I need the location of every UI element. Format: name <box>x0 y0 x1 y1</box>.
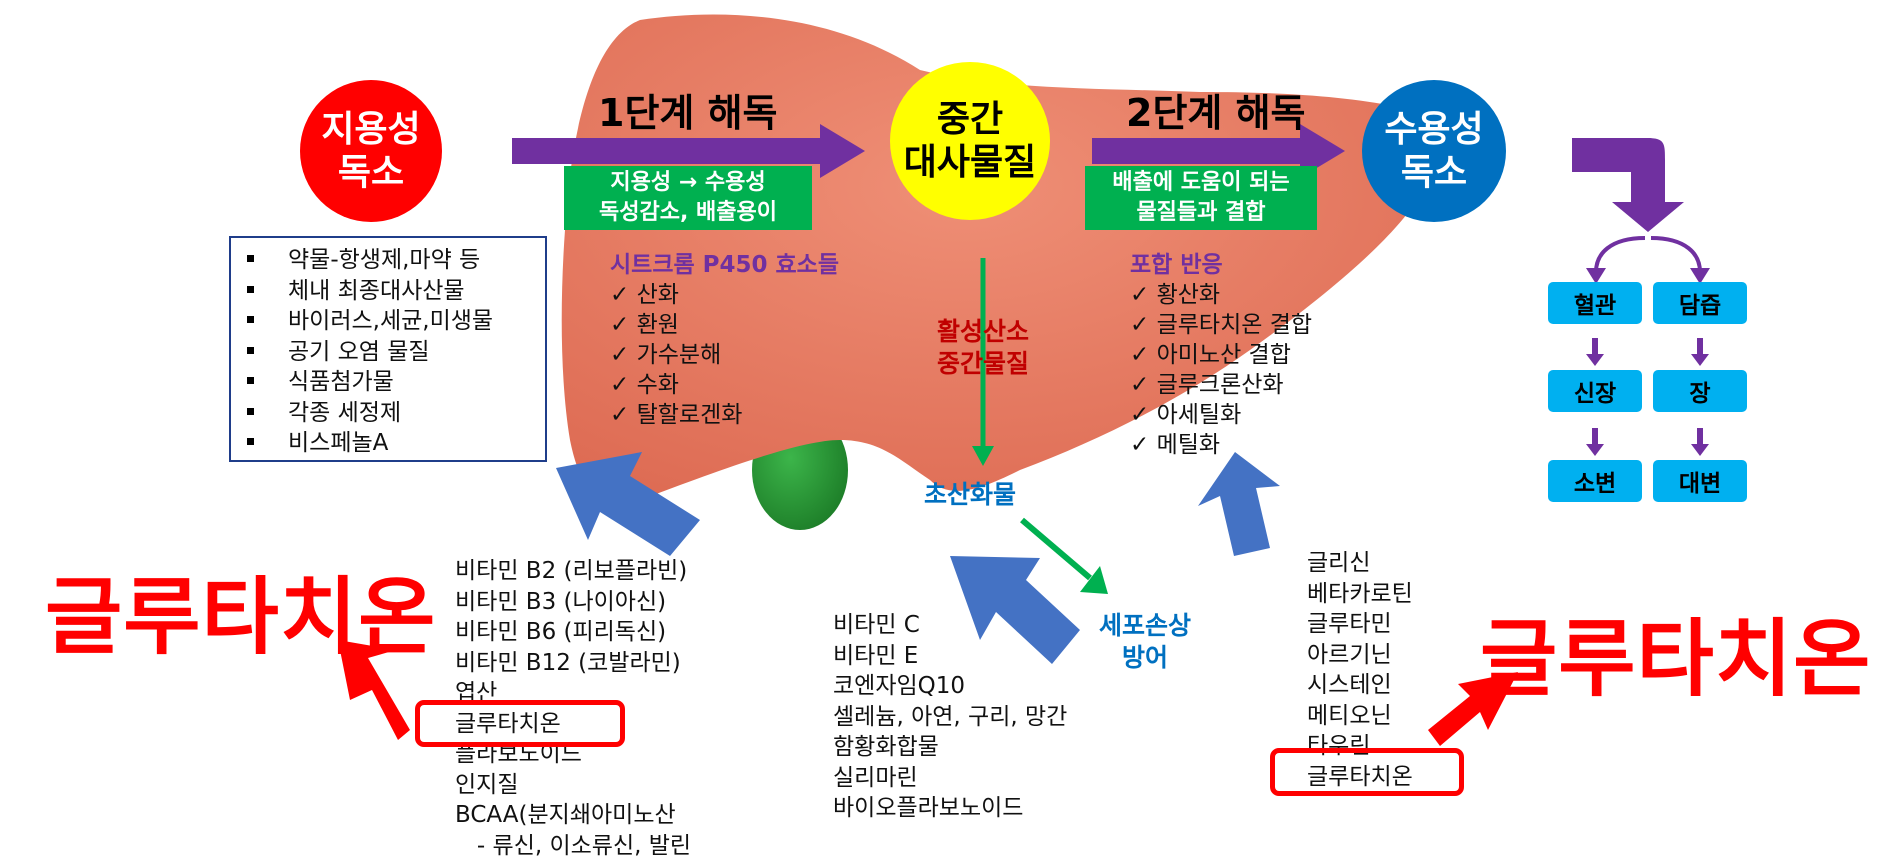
phase2-info-box: 배출에 도움이 되는 물질들과 결합 <box>1085 166 1317 230</box>
lipid-toxin-node: 지용성 독소 <box>300 80 442 222</box>
organ-blood-vessel: 혈관 <box>1548 282 1642 324</box>
enzyme-heading: 시트크롬 P450 효소들 <box>610 252 840 278</box>
list-item: 글루타치온 <box>1307 763 1413 790</box>
list-item: 시스테인 <box>1307 672 1392 698</box>
red-arrow-left <box>338 640 410 740</box>
organ-kidney: 신장 <box>1548 370 1642 412</box>
phase1-arrow <box>512 124 865 178</box>
nutrient-arrow-phase1 <box>556 452 700 556</box>
list-item: ✓ 글루크론산화 <box>1130 372 1284 398</box>
cell-defense-label: 세포손상 방어 <box>1098 611 1191 672</box>
nutrient-arrow-phase2 <box>1198 452 1280 556</box>
list-item: 식품첨가물 <box>247 367 545 398</box>
list-item: 메티오닌 <box>1307 702 1392 729</box>
glutathione-highlight-right <box>1270 748 1464 796</box>
list-item: - 류신, 이소류신, 발린 <box>455 832 692 859</box>
phase1-reactions: 시트크롬 P450 효소들 ✓ 산화 ✓ 환원 ✓ 가수분해 ✓ 수화 ✓ 탈할… <box>610 250 839 430</box>
list-item: 베타카로틴 <box>1307 580 1413 607</box>
organ-feces: 대변 <box>1653 460 1747 502</box>
list-item: 각종 세정제 <box>247 398 545 429</box>
list-item: 비타민 B12 (코발라민) <box>455 649 681 676</box>
list-item: ✓ 가수분해 <box>610 342 722 368</box>
liver-shape <box>561 14 1450 505</box>
list-item: 아르기닌 <box>1307 641 1392 668</box>
phase2-reactions: 포합 반응 ✓ 황산화 ✓ 글루타치온 결합 ✓ 아미노산 결합 ✓ 글루크론산… <box>1130 250 1312 460</box>
radical-label: 활성산소 중간물질 <box>936 317 1029 378</box>
list-item: 타우린 <box>1307 733 1371 759</box>
glutathione-big-right: 글루타치온 <box>1480 610 1872 708</box>
list-item: 글리신 <box>1307 550 1371 576</box>
peroxide-label: 초산화물 <box>924 480 1017 509</box>
list-item: 글루타민 <box>1307 611 1392 637</box>
list-item: ✓ 환원 <box>610 312 679 338</box>
list-item: 약물-항생제,마약 등 <box>247 245 545 276</box>
phase2-nutrients: 글리신 베타카로틴 글루타민 아르기닌 시스테인 메티오닌 타우린 글루타치온 <box>1307 548 1413 792</box>
intermediate-node: 중간 대사물질 <box>890 62 1050 220</box>
phase2-title: 2단계 해독 <box>1126 91 1306 135</box>
toxin-sources-box: 약물-항생제,마약 등 체내 최종대사산물 바이러스,세균,미생물 공기 오염 … <box>229 236 547 462</box>
organ-bile: 담즙 <box>1653 282 1747 324</box>
list-item: 인지질 <box>455 771 519 798</box>
branch-right-arrow <box>1650 236 1702 273</box>
list-item: 체내 최종대사산물 <box>247 276 545 307</box>
antioxidant-nutrients: 비타민 C 비타민 E 코엔자임Q10 셀레늄, 아연, 구리, 망간 함황화합… <box>833 610 1067 824</box>
list-item: 비타민 B6 (피리독신) <box>455 619 667 645</box>
organ-intestine: 장 <box>1653 370 1747 412</box>
phase2-arrow <box>1092 124 1345 178</box>
list-item: 비스페놀A <box>247 428 545 459</box>
organ-urine: 소변 <box>1548 460 1642 502</box>
peroxide-arrow <box>1020 517 1092 581</box>
list-item: ✓ 아세틸화 <box>1130 402 1242 428</box>
conjugation-heading: 포합 반응 <box>1130 252 1223 278</box>
list-item: 바이러스,세균,미생물 <box>247 306 545 337</box>
glutathione-big-left: 글루타치온 <box>45 568 437 666</box>
phase1-info-box: 지용성 → 수용성 독성감소, 배출용이 <box>564 166 812 230</box>
red-arrow-right <box>1428 672 1518 746</box>
glutathione-highlight-left <box>415 700 625 747</box>
list-item: ✓ 황산화 <box>1130 282 1221 308</box>
excretion-bend-arrow <box>1572 138 1684 232</box>
water-toxin-node: 수용성 독소 <box>1362 80 1506 222</box>
list-item: 바이오플라보노이드 <box>833 795 1024 821</box>
list-item: 함황화합물 <box>833 734 939 760</box>
list-item: ✓ 메틸화 <box>1130 432 1221 458</box>
list-item: 코엔자임Q10 <box>833 673 966 699</box>
list-item: 공기 오염 물질 <box>247 337 545 368</box>
list-item: BCAA(분지쇄아미노산 <box>455 802 676 828</box>
list-item: ✓ 산화 <box>610 282 679 308</box>
list-item: 실리마린 <box>833 764 918 791</box>
phase1-title: 1단계 해독 <box>598 91 778 135</box>
list-item: ✓ 탈할로겐화 <box>610 402 743 428</box>
list-item: 비타민 C <box>833 612 920 638</box>
nutrient-arrow-antioxidant <box>950 556 1080 664</box>
list-item: 비타민 B3 (나이아신) <box>455 588 667 615</box>
list-item: ✓ 글루타치온 결합 <box>1130 312 1313 338</box>
list-item: 셀레늄, 아연, 구리, 망간 <box>833 703 1068 730</box>
list-item: 비타민 B2 (리보플라빈) <box>455 558 688 584</box>
list-item: 비타민 E <box>833 642 919 669</box>
list-item: 글루타치온 <box>455 710 561 737</box>
branch-left-arrow <box>1594 236 1646 273</box>
organ-down-arrows <box>1586 338 1709 456</box>
list-item: ✓ 아미노산 결합 <box>1130 342 1291 368</box>
list-item: ✓ 수화 <box>610 372 679 398</box>
